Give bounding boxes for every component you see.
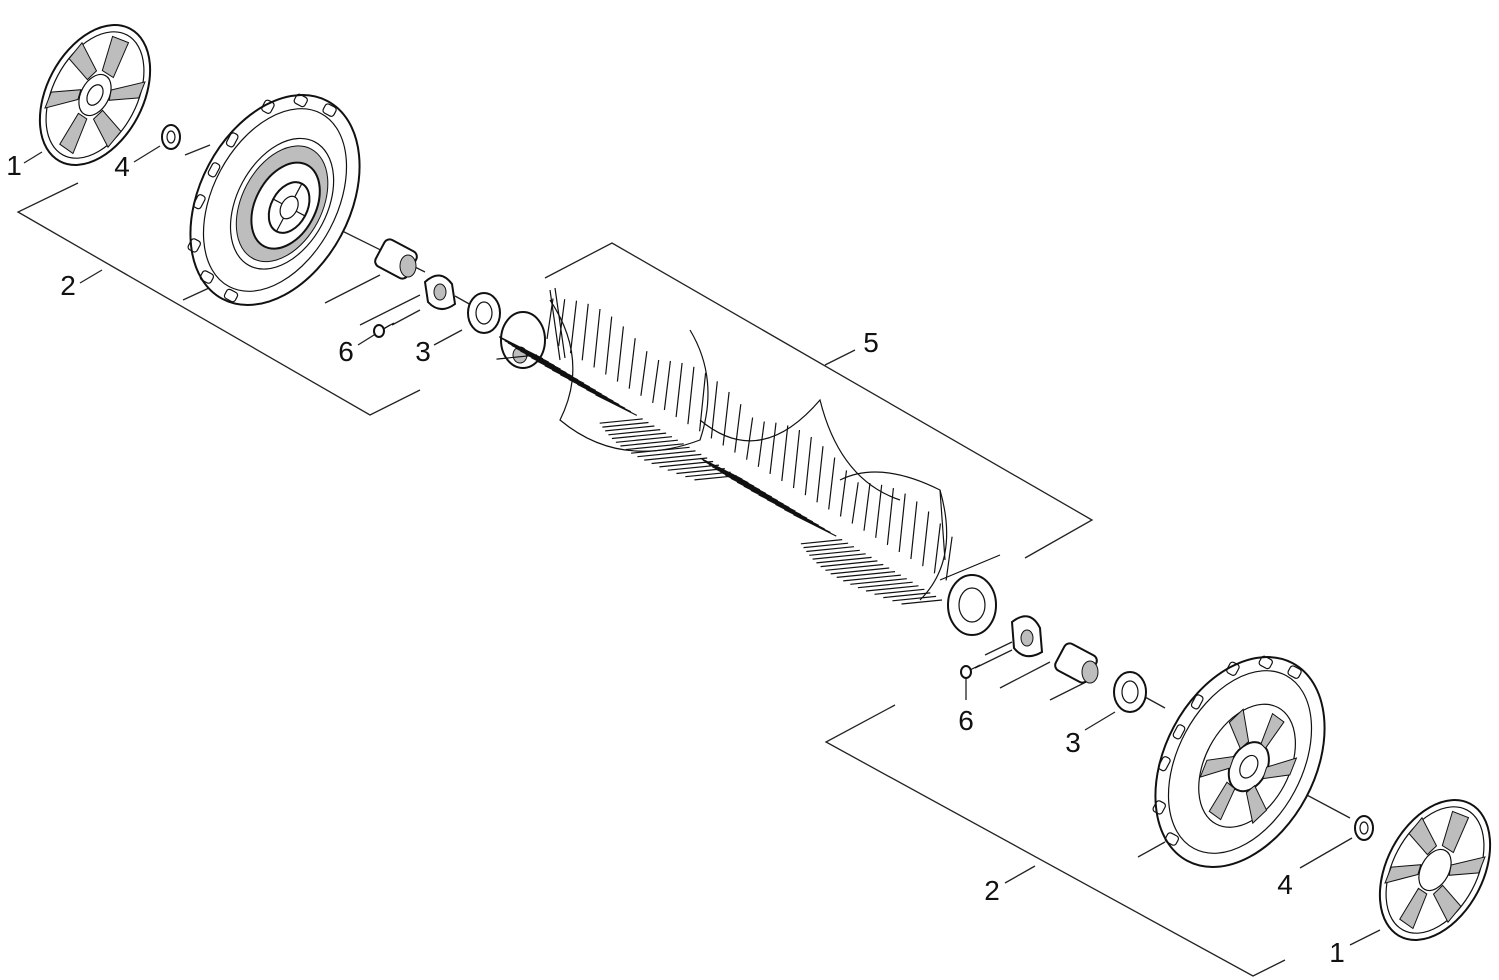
drive-gear-left — [374, 238, 418, 280]
bristle — [825, 563, 884, 571]
bristle — [803, 542, 849, 549]
washer-right — [1113, 671, 1147, 713]
bristle — [608, 429, 661, 436]
bristle — [734, 404, 742, 453]
bristle — [620, 439, 678, 447]
bristle — [667, 464, 720, 471]
bristle — [644, 453, 702, 461]
screw-right — [960, 664, 981, 679]
roller-bristles — [496, 298, 953, 605]
bristle — [892, 595, 937, 602]
callout-6-left: 6 — [338, 336, 354, 367]
bristle — [851, 482, 859, 524]
bristle — [659, 460, 714, 468]
bristle — [922, 511, 930, 567]
bristle — [769, 422, 777, 474]
bristle — [781, 425, 789, 482]
bushing-left — [423, 274, 457, 310]
callout-4-top-left: 4 — [114, 151, 130, 182]
bristle — [865, 585, 919, 592]
bristle — [910, 501, 918, 560]
bristle — [637, 450, 696, 458]
drive-gear-right — [1054, 642, 1099, 684]
bristle — [651, 457, 708, 465]
bristle — [569, 300, 578, 354]
bristle — [886, 488, 894, 545]
bushing-right — [1010, 615, 1044, 658]
screw-left — [373, 322, 395, 338]
bristle — [699, 372, 707, 432]
brush-roller — [496, 287, 1001, 636]
bristle — [857, 581, 913, 589]
bristle — [843, 574, 901, 582]
bristle — [816, 556, 872, 564]
bristle — [757, 421, 765, 467]
callout-2-right: 2 — [984, 875, 1000, 906]
bristle — [631, 446, 690, 454]
bristle — [850, 578, 907, 585]
bristle — [945, 536, 953, 581]
bristle — [602, 421, 649, 428]
bracket-roller-assembly — [544, 242, 1094, 559]
bristle — [816, 446, 824, 503]
bristle — [874, 588, 925, 595]
bristle — [804, 436, 812, 496]
bristle — [605, 425, 655, 432]
bristle — [652, 359, 660, 403]
bristle — [933, 523, 941, 574]
bristle — [792, 429, 801, 489]
bristle — [663, 360, 671, 411]
hub-cap-top-left — [38, 24, 152, 166]
clip-ring-bottom-right — [1354, 815, 1374, 841]
bristle — [710, 381, 718, 439]
bristle — [595, 394, 638, 416]
wheel-left — [187, 93, 361, 306]
bristle — [625, 443, 684, 451]
bristle — [883, 592, 931, 599]
bristle — [828, 457, 836, 510]
callout-1-bottom-right: 1 — [1329, 937, 1345, 968]
bristle — [806, 546, 855, 553]
bristle — [812, 553, 866, 560]
bristle — [611, 432, 667, 440]
bristle — [616, 326, 624, 382]
bristle — [640, 351, 648, 396]
bristle — [898, 493, 906, 553]
callout-5-roller: 5 — [863, 327, 879, 358]
bristle — [839, 470, 848, 517]
callout-2-left: 2 — [60, 270, 76, 301]
bristle — [830, 567, 890, 575]
bristle — [820, 560, 878, 568]
bristle — [901, 599, 943, 605]
bristle — [599, 418, 643, 424]
bristle — [581, 303, 589, 361]
callout-3-right: 3 — [1065, 727, 1081, 758]
bristle — [687, 366, 695, 425]
bristle — [746, 417, 754, 460]
bristle — [793, 514, 837, 537]
bristle — [875, 484, 883, 538]
bristle — [593, 308, 601, 368]
washer-left — [467, 292, 501, 334]
bristle — [800, 539, 843, 545]
bristle — [628, 338, 636, 389]
bristle — [809, 549, 860, 556]
bracket-right-assembly — [824, 704, 1286, 977]
bristle — [836, 571, 896, 578]
wheel-right — [1152, 655, 1326, 868]
bracket-left-assembly — [16, 182, 421, 416]
callout-1-top-left: 1 — [6, 150, 22, 181]
bristle — [675, 362, 683, 418]
bristle — [605, 316, 613, 375]
bristle — [722, 391, 730, 446]
callout-6-right: 6 — [958, 705, 974, 736]
callout-3-left: 3 — [415, 336, 431, 367]
bristle — [558, 299, 566, 347]
bristle — [615, 436, 673, 443]
bristle — [863, 483, 871, 531]
hub-cap-bottom-right — [1378, 799, 1492, 941]
clip-ring-top-left — [161, 124, 181, 150]
callout-4-bottom-right: 4 — [1277, 869, 1293, 900]
